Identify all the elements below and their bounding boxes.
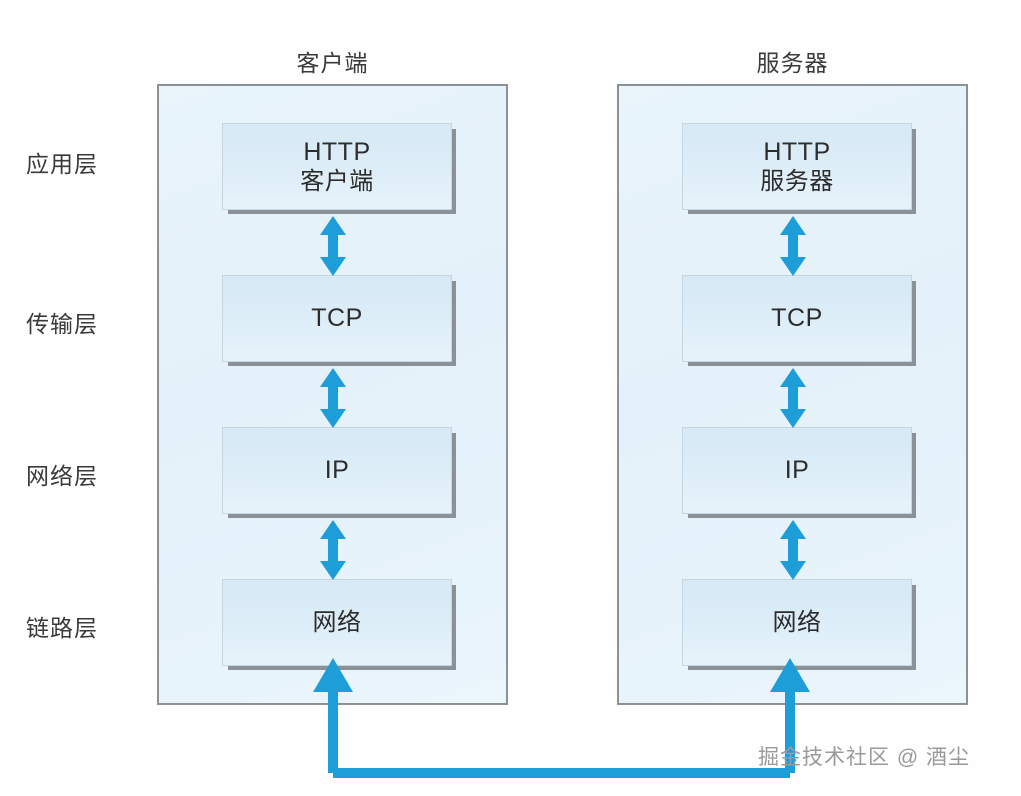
server-box-http-line2: 服务器 <box>760 168 834 196</box>
client-arrow-network-link-icon <box>320 520 346 580</box>
client-box-tcp-label: TCP <box>311 304 363 333</box>
physical-link-connector <box>313 658 810 778</box>
layer-label-transport: 传输层 <box>26 311 98 337</box>
watermark-text: 掘金技术社区 @ 酒尘 <box>758 746 970 769</box>
server-column-caption: 服务器 <box>756 50 829 76</box>
server-box-network[interactable]: 网络 <box>682 579 912 666</box>
server-box-ip[interactable]: IP <box>682 427 912 514</box>
server-box-ip-label: IP <box>784 456 810 485</box>
layer-label-application: 应用层 <box>26 151 98 177</box>
server-box-tcp-label: TCP <box>771 304 823 333</box>
layer-label-network: 网络层 <box>26 463 98 489</box>
client-box-http[interactable]: HTTP 客户端 <box>222 123 452 210</box>
client-box-tcp[interactable]: TCP <box>222 275 452 362</box>
layer-label-link: 链路层 <box>26 615 98 641</box>
client-box-http-line1: HTTP <box>303 137 371 166</box>
client-arrow-app-transport-icon <box>320 216 346 276</box>
server-box-http-line1: HTTP <box>763 137 831 166</box>
client-arrow-transport-network-icon <box>320 368 346 428</box>
client-box-network-label: 网络 <box>312 608 362 636</box>
client-box-http-line2: 客户端 <box>300 168 374 196</box>
server-box-http[interactable]: HTTP 服务器 <box>682 123 912 210</box>
server-box-tcp[interactable]: TCP <box>682 275 912 362</box>
server-arrow-transport-network-icon <box>780 368 806 428</box>
client-box-ip-label: IP <box>324 456 350 485</box>
server-box-network-label: 网络 <box>772 608 822 636</box>
server-arrow-network-link-icon <box>780 520 806 580</box>
client-box-ip[interactable]: IP <box>222 427 452 514</box>
server-arrow-app-transport-icon <box>780 216 806 276</box>
client-column-caption: 客户端 <box>296 50 369 76</box>
